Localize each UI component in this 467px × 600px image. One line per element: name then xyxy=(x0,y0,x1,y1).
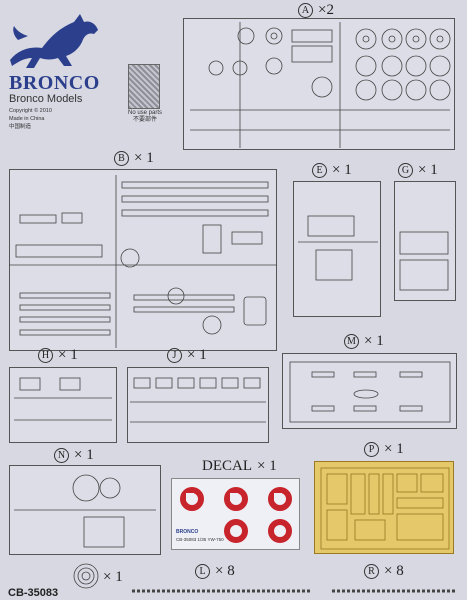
copyright-text: Copyright © 2010 xyxy=(9,108,52,114)
decal-roundels xyxy=(180,487,292,543)
label-l: L× 8 xyxy=(195,563,235,580)
label-m: M× 1 xyxy=(344,333,384,350)
label-b: B× 1 xyxy=(114,150,154,167)
no-use-label: No use parts 不要部件 xyxy=(124,110,166,124)
no-use-line1: No use parts xyxy=(127,110,163,116)
made-in-text: Made in China xyxy=(9,116,45,122)
label-p: P× 1 xyxy=(364,441,404,458)
label-j: J× 1 xyxy=(167,347,207,364)
product-code: CB-35083 xyxy=(8,587,59,599)
no-use-swatch xyxy=(128,64,160,109)
sprue-e xyxy=(293,181,381,317)
sprue-a xyxy=(183,18,455,150)
label-r: R× 8 xyxy=(364,563,404,580)
label-a: A×2 xyxy=(298,2,334,19)
no-use-line2: 不要部件 xyxy=(132,117,157,123)
sprue-n xyxy=(9,465,161,555)
decal-brand: BRONCO xyxy=(176,529,199,535)
brand-name: BRONCO xyxy=(9,72,100,94)
sprue-h xyxy=(9,367,117,443)
photoetch-parts xyxy=(320,467,450,550)
decal-label: DECAL× 1 xyxy=(202,458,277,475)
label-n: N× 1 xyxy=(54,447,94,464)
sprue-g xyxy=(394,181,456,301)
sprue-b xyxy=(9,169,277,351)
decal-sheet-text: CB-35083 1/35 YW-750 xyxy=(176,537,224,542)
spring-count: × 1 xyxy=(103,569,123,585)
label-g: G× 1 xyxy=(398,162,438,179)
decal-sheet: BRONCO CB-35083 1/35 YW-750 xyxy=(171,478,300,550)
label-e: E× 1 xyxy=(312,162,352,179)
sprue-j xyxy=(127,367,269,443)
made-in-cn-text: 中国制造 xyxy=(9,124,32,130)
sprue-m xyxy=(282,353,457,429)
label-h: H× 1 xyxy=(38,347,78,364)
photoetch-sheet xyxy=(314,461,454,554)
brand-subtitle: Bronco Models xyxy=(9,93,83,105)
